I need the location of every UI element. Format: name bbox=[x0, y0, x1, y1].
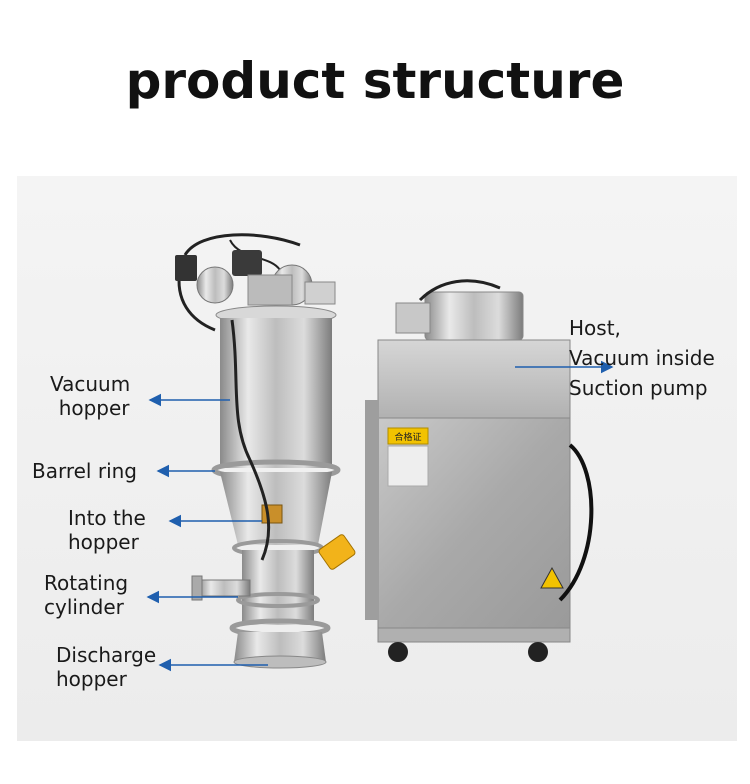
label-line: Vacuum bbox=[50, 372, 131, 396]
host-unit: 合格证 bbox=[365, 279, 594, 662]
label-vacuum-hopper: Vacuum hopper bbox=[50, 372, 130, 420]
label-barrel-ring: Barrel ring bbox=[32, 459, 137, 483]
label-line: hopper bbox=[58, 396, 130, 420]
label-into-hopper: Into the hopper bbox=[68, 506, 146, 554]
label-line: Suction pump bbox=[569, 376, 708, 400]
label-discharge-hopper: Discharge hopper bbox=[56, 643, 156, 691]
callout-arrows bbox=[146, 360, 614, 672]
label-line: Vacuum inside bbox=[569, 346, 715, 370]
label-rotating-cylinder: Rotating cylinder bbox=[44, 571, 128, 619]
label-line: Rotating bbox=[44, 571, 129, 595]
certificate-sticker: 合格证 bbox=[394, 431, 421, 443]
label-line: Into the bbox=[68, 506, 146, 530]
label-line: hopper bbox=[68, 530, 139, 554]
vacuum-feeder bbox=[175, 233, 356, 669]
label-line: cylinder bbox=[44, 595, 124, 619]
label-line: Host, bbox=[569, 316, 621, 340]
label-line: hopper bbox=[56, 667, 127, 691]
label-line: Discharge bbox=[56, 643, 157, 667]
page-title: product structure bbox=[125, 52, 625, 110]
label-host: Host, Vacuum inside Suction pump bbox=[569, 313, 715, 403]
